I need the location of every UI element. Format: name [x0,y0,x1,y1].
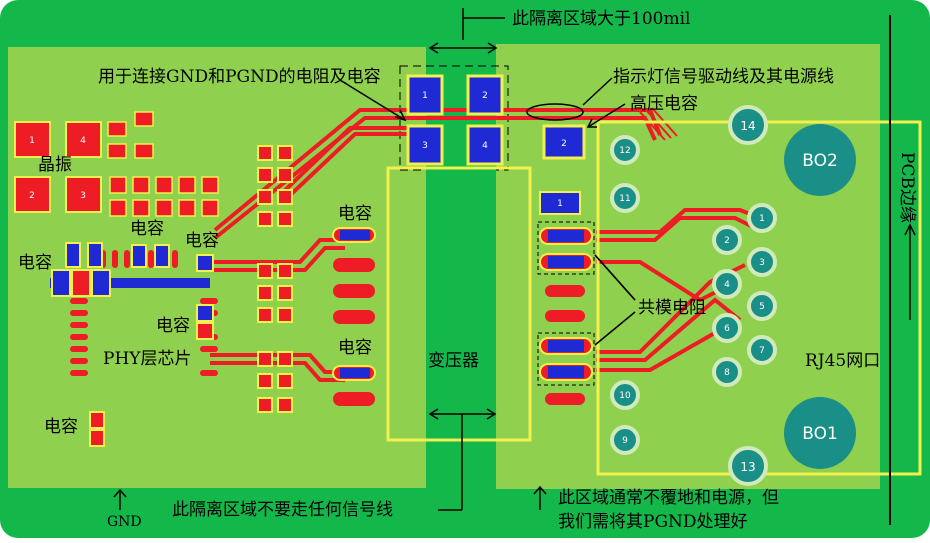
cap-label: 电容 [185,231,219,251]
bo1-label: BO1 [802,424,838,444]
pcb-edge-label: PCB边缘 [897,152,917,223]
rj45-pin-label: 2 [724,236,730,246]
rj45-pin-label: 11 [619,194,630,204]
crystal-pad [65,176,102,213]
crystal-pad [14,121,51,158]
phy-chip-label: PHY层芯片 [103,349,192,369]
rc-pin-label: 3 [422,141,428,151]
rj45-pin-label: 8 [724,368,730,378]
rj45-pin-label: 7 [759,346,765,356]
crystal-pad [14,176,51,213]
rj45-pin-label: 9 [622,436,628,446]
cap-label: 电容 [18,253,52,273]
phy-caps [51,242,214,447]
crystal-pin-label: 1 [29,136,35,146]
rj45-pin-label: 10 [619,391,631,401]
hv-pin-label: 2 [561,139,567,149]
pgnd-note-line2: 我们需将其PGND处理好 [558,512,748,532]
isolation-top-label: 此隔离区域大于100mil [512,9,690,29]
rj45-pin-label: 12 [619,146,630,156]
rc-pin-label: 1 [422,91,428,101]
resistor-pads [257,145,293,413]
rj45-label: RJ45网口 [805,351,880,371]
crystal-component: 1 4 2 3 [14,121,102,213]
crystal-pin-label: 4 [80,136,86,146]
rj45-pin-label: 13 [740,460,755,474]
cap-label: 电容 [44,417,78,437]
cap-label: 电容 [130,219,164,239]
cap-label: 电容 [156,316,190,336]
rc-pin-label: 4 [482,141,488,151]
indicator-note-label: 指示灯信号驱动线及其电源线 [613,67,834,87]
rj45-pin-label: 4 [724,280,730,290]
small-caps-cluster [107,111,219,217]
rc-note-label: 用于连接GND和PGND的电阻及电容 [98,67,381,87]
rj45-pin-label: 1 [759,214,765,224]
rc-components: 1 2 3 4 [406,74,504,166]
rj45-pin-label: 6 [724,324,730,334]
rj45-pin-label: 5 [759,302,765,312]
cap-label: 电容 [338,338,372,358]
isolation-bottom-label: 此隔离区域不要走任何信号线 [172,500,393,520]
crystal-pin-label: 2 [29,191,35,201]
gnd-label: GND [107,514,142,530]
rj45-pin-label: 3 [759,258,765,268]
crystal-pad [65,121,102,158]
transformer-left-pads [332,227,376,406]
rc-pin-label: 2 [482,91,488,101]
isolation-gap [426,168,496,488]
rj45-pin-label: 14 [740,119,755,133]
annotation-lines [113,8,636,511]
rj45-holes: 1 2 3 4 5 6 7 8 9 10 11 12 13 14 BO2 BO1 [610,105,856,486]
hv-cap: 2 1 [539,124,586,215]
crystal-pin-label: 3 [80,191,86,201]
crystal-label: 晶振 [38,155,72,175]
bo2-label: BO2 [802,151,838,171]
hv-cap-label: 高压电容 [630,94,698,114]
common-mode-res-label: 共模电阻 [638,298,706,318]
cap-label: 电容 [338,204,372,224]
pgnd-note-line1: 此区域通常不覆地和电源，但 [558,488,779,508]
transformer-label: 变压器 [428,351,479,371]
hv-pin-label: 1 [557,199,563,209]
common-mode-resistors [537,221,595,405]
power-trace [50,278,210,288]
